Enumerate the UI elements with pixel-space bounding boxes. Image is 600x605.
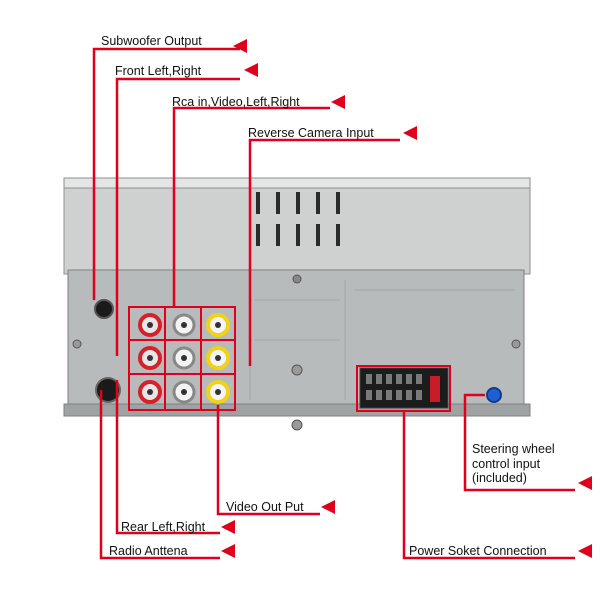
label-steering-wheel-control: Steering wheel control input (included) (472, 442, 555, 485)
vent-slots (256, 192, 340, 246)
arrow-left-icon (221, 39, 592, 558)
panel-screw (292, 274, 302, 284)
leader-subwoofer (92, 47, 240, 300)
power-socket-latch (430, 376, 440, 402)
subwoofer-jack (94, 299, 114, 319)
label-rca-in: Rca in,Video,Left,Right (172, 95, 300, 109)
leader-antenna (99, 390, 220, 560)
label-radio-antenna: Radio Anttena (109, 544, 188, 558)
panel-screw (511, 339, 521, 349)
rca-row-3 (138, 380, 230, 404)
label-video-out-put: Video Out Put (226, 500, 304, 514)
leader-front (115, 77, 240, 356)
leader-rear (115, 380, 220, 535)
rca-row-2 (138, 346, 230, 370)
label-power-socket-connection: Power Soket Connection (409, 544, 547, 558)
panel-screw (72, 339, 82, 349)
rca-sockets (138, 313, 230, 404)
label-reverse-camera-input: Reverse Camera Input (248, 126, 374, 140)
panel-screw (291, 364, 303, 376)
leader-steering (463, 393, 575, 492)
leader-power (402, 412, 575, 560)
label-front-left-right: Front Left,Right (115, 64, 202, 78)
leader-lines (92, 47, 575, 560)
panel-screw (291, 419, 303, 431)
leader-video-out (216, 405, 320, 516)
highlight-boxes (128, 306, 451, 412)
head-unit-back-panel (63, 177, 531, 431)
rca-row-1 (138, 313, 230, 337)
label-subwoofer-output: Subwoofer Output (101, 34, 202, 48)
steering-wheel-jack (486, 387, 502, 403)
power-socket-pins (366, 374, 422, 400)
leader-rca-in (172, 106, 330, 308)
label-rear-left-right: Rear Left,Right (121, 520, 206, 534)
leader-reverse (248, 138, 400, 366)
